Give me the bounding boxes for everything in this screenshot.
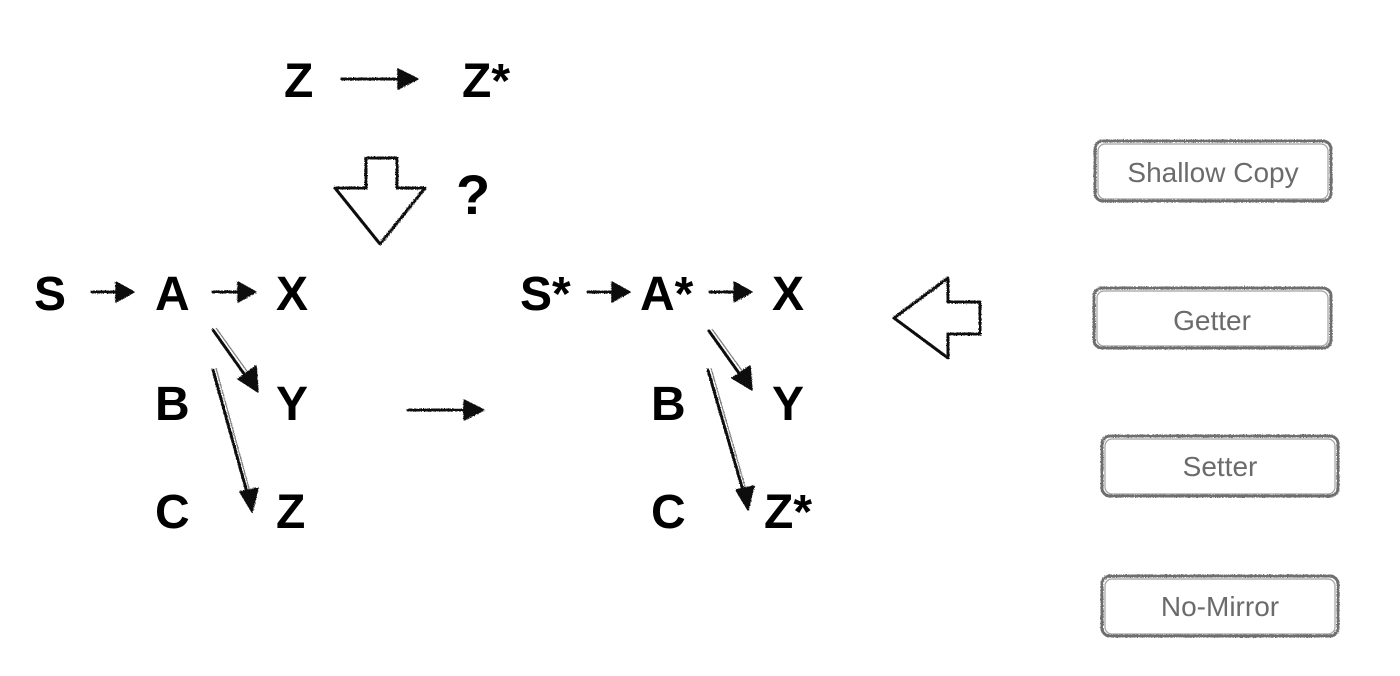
setter-button-frame-inner [1104, 438, 1336, 495]
setter-button-label: Setter [1183, 451, 1258, 482]
top-node-z: Z [284, 55, 313, 108]
edge-a-y [211, 327, 259, 393]
right-node-s-star: S* [520, 268, 571, 321]
left-node-s: S [34, 268, 66, 321]
no-mirror-button-label: No-Mirror [1161, 591, 1279, 622]
edge-a-star-x [708, 281, 753, 303]
top-arrow [340, 68, 419, 90]
edge-b-z [211, 367, 259, 513]
transform-arrow [406, 399, 485, 421]
shallow-copy-button-frame-inner [1097, 143, 1329, 200]
down-hollow-arrow [333, 156, 427, 246]
shallow-copy-button-frame [1093, 139, 1333, 203]
left-node-c: C [155, 486, 190, 539]
left-node-x: X [276, 268, 308, 321]
right-node-a-star: A* [640, 268, 694, 321]
edge-a-star-y [707, 328, 753, 391]
getter-button-label: Getter [1173, 305, 1251, 336]
no-mirror-button-frame [1100, 574, 1340, 638]
left-node-b: B [155, 378, 190, 431]
left-hollow-arrow [892, 276, 982, 360]
right-node-b: B [651, 378, 686, 431]
left-node-z: Z [276, 486, 305, 539]
edge-s-star-a-star [586, 281, 631, 303]
no-mirror-button[interactable]: No-Mirror [1100, 574, 1340, 638]
edge-a-x [211, 281, 257, 303]
getter-button[interactable]: Getter [1092, 286, 1333, 350]
getter-button-frame-inner [1096, 290, 1329, 347]
right-node-x: X [772, 268, 804, 321]
no-mirror-button-frame-inner [1104, 578, 1336, 635]
shallow-copy-button[interactable]: Shallow Copy [1093, 139, 1333, 203]
right-graph: S* A* X B Y C Z* [520, 268, 812, 539]
question-mark: ? [456, 163, 490, 226]
left-graph: S A X B Y C Z [34, 268, 308, 539]
right-node-y: Y [772, 378, 804, 431]
top-node-z-star: Z* [462, 55, 510, 108]
edge-b-z-star [706, 367, 755, 511]
right-node-z-star: Z* [764, 486, 812, 539]
setter-button-frame [1100, 434, 1340, 498]
left-node-a: A [155, 268, 190, 321]
edge-s-a [90, 281, 135, 303]
left-node-y: Y [276, 378, 308, 431]
getter-button-frame [1092, 286, 1333, 350]
setter-button[interactable]: Setter [1100, 434, 1340, 498]
right-node-c: C [651, 486, 686, 539]
shallow-copy-button-label: Shallow Copy [1127, 157, 1298, 188]
